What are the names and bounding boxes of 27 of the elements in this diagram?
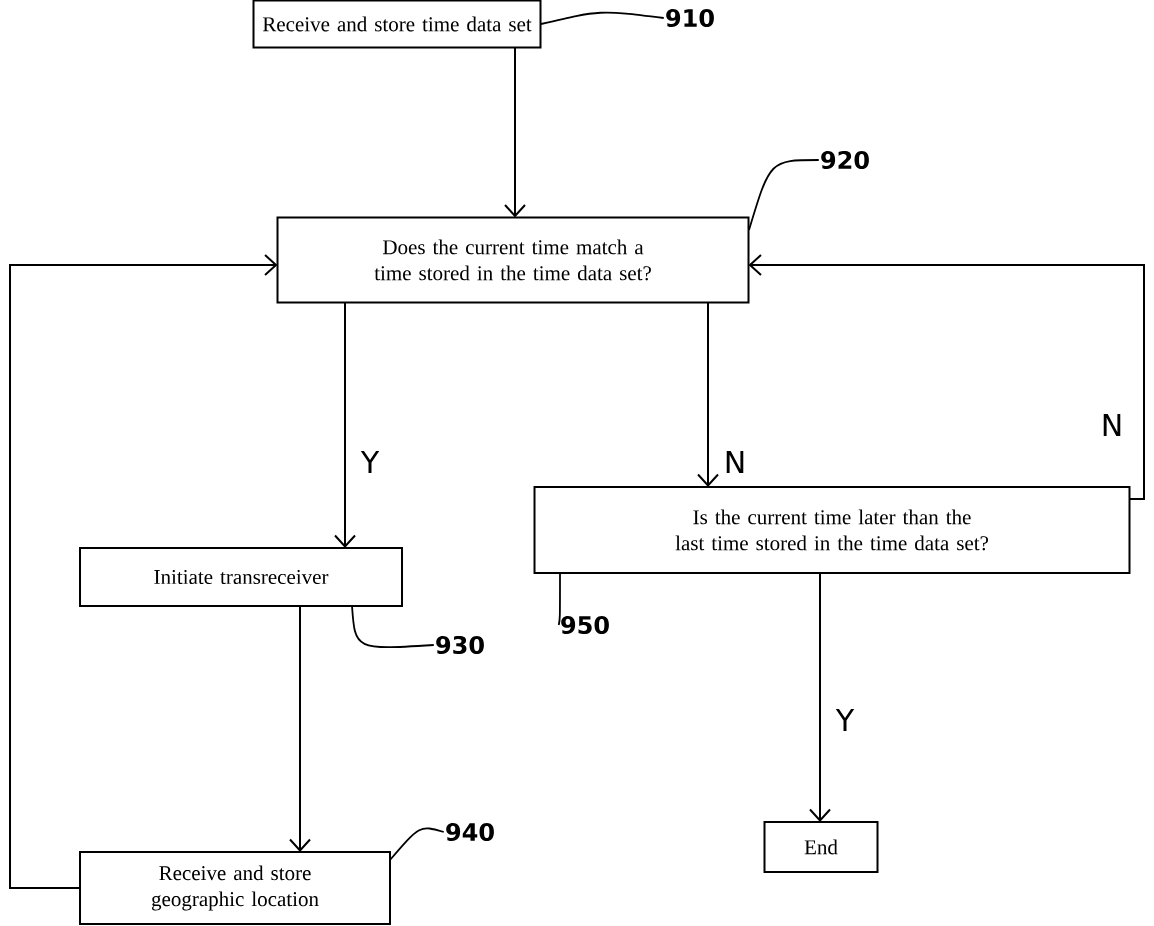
edge-label: Y — [358, 449, 382, 475]
process-box: End — [763, 821, 879, 873]
leader-line — [351, 605, 435, 649]
reference-number: 910 — [666, 8, 714, 28]
process-box: Is the current time later than the last time stored in the time data set? — [533, 486, 1131, 574]
process-box: Initiate transreceiver — [79, 547, 403, 607]
process-box: Receive and store time data set — [252, 0, 542, 49]
edge-label: Y — [833, 707, 857, 733]
reference-number: 940 — [446, 822, 494, 842]
leader-line — [748, 159, 820, 231]
reference-number: 930 — [436, 635, 484, 655]
arrow — [289, 605, 311, 852]
arrow — [9, 254, 278, 889]
process-box: Receive and store geographic location — [79, 851, 391, 925]
reference-number: 920 — [821, 150, 869, 170]
reference-number: 950 — [561, 615, 609, 635]
process-box: Does the current time match a time stored in the time data set? — [276, 216, 750, 304]
arrow — [334, 301, 356, 548]
leader-line — [557, 572, 561, 626]
arrow — [809, 572, 831, 822]
arrow — [748, 254, 1145, 500]
leader-line — [389, 827, 445, 861]
leader-line — [540, 11, 665, 25]
edge-label: N — [721, 449, 749, 475]
arrow — [504, 46, 526, 218]
arrow — [697, 301, 719, 487]
edge-label: N — [1098, 412, 1126, 438]
